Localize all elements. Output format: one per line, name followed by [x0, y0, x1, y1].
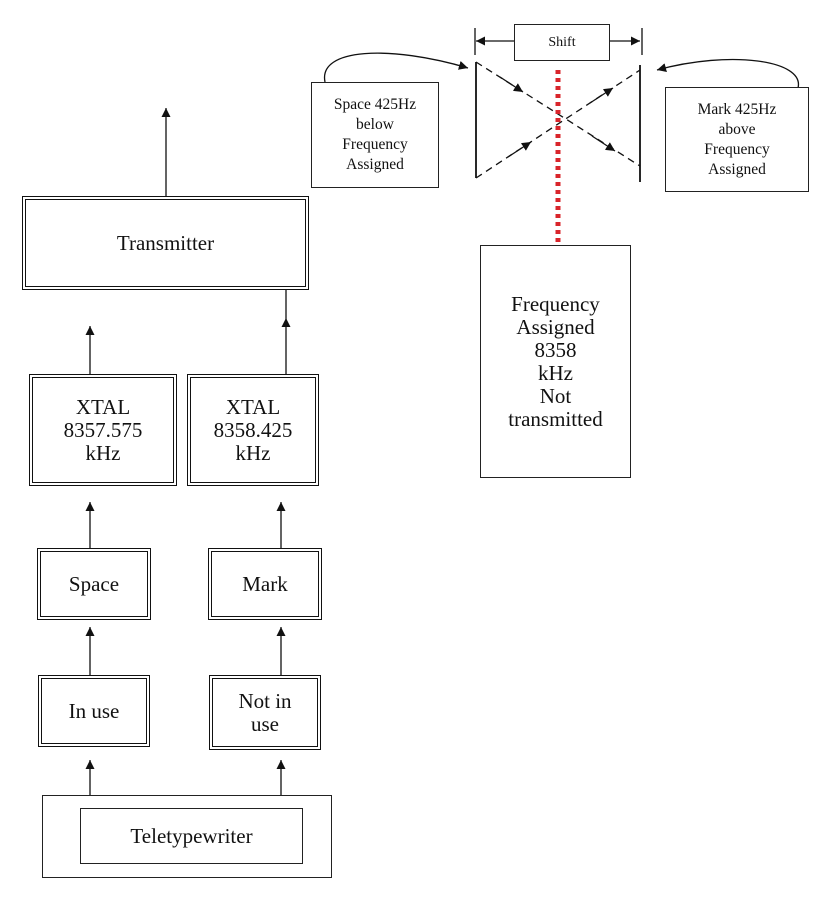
transmitter-box: Transmitter: [22, 196, 309, 290]
space-box: Space: [37, 548, 151, 620]
mark-box: Mark: [208, 548, 322, 620]
not-in-use-box: Not in use: [209, 675, 321, 750]
space-note-label: Space 425Hz below Frequency Assigned: [333, 96, 417, 173]
mark-note-curve-arrow: [656, 58, 799, 89]
teletypewriter-inner-box: Teletypewriter: [80, 808, 303, 864]
space-note-box: Space 425Hz below Frequency Assigned: [311, 82, 439, 188]
shift-label: Shift: [548, 34, 576, 50]
mark-label: Mark: [242, 571, 288, 596]
transmitter-label: Transmitter: [116, 230, 215, 255]
in-use-label: In use: [68, 698, 120, 723]
xtal-space-label: XTAL 8357.575 kHz: [63, 394, 143, 465]
dashed-diagonal-2: [475, 69, 641, 179]
xtal-mark-label: XTAL 8358.425 kHz: [213, 394, 293, 465]
xtal-space-box: XTAL 8357.575 kHz: [29, 374, 177, 486]
space-label: Space: [68, 571, 120, 596]
mark-note-box: Mark 425Hz above Frequency Assigned: [665, 87, 809, 192]
frequency-assigned-label: Frequency Assigned 8358 kHz Not transmit…: [508, 291, 603, 431]
not-in-use-label: Not in use: [238, 688, 292, 736]
shift-box: Shift: [514, 24, 610, 61]
teletypewriter-label: Teletypewriter: [130, 823, 253, 848]
mark-note-label: Mark 425Hz above Frequency Assigned: [697, 100, 777, 178]
in-use-box: In use: [38, 675, 150, 747]
xtal-mark-box: XTAL 8358.425 kHz: [187, 374, 319, 486]
frequency-assigned-box: Frequency Assigned 8358 kHz Not transmit…: [480, 245, 631, 478]
space-note-curve-arrow: [324, 52, 469, 83]
